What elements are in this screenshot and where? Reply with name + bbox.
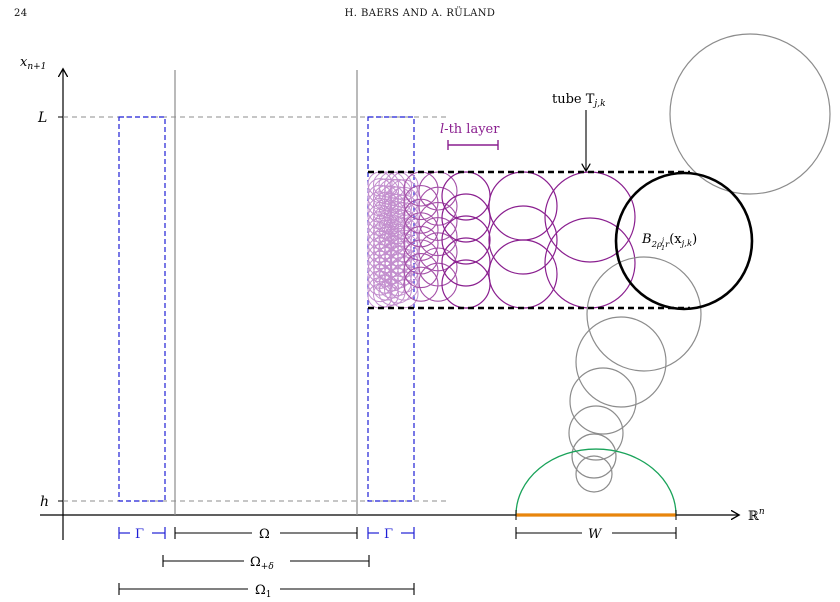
layer-circle — [418, 262, 458, 302]
layer-circle — [441, 237, 491, 287]
layer-circle — [418, 186, 458, 226]
small-layer-circles — [367, 171, 419, 309]
gamma-left-rect — [118, 116, 166, 502]
layer-circle — [418, 201, 458, 241]
layer-circle — [384, 208, 412, 237]
layer-circle — [389, 210, 419, 239]
large-layer-circles — [441, 171, 636, 309]
page-number: 24 — [14, 8, 28, 19]
svg-text:Γ: Γ — [384, 527, 393, 542]
mid-layer-circles — [403, 171, 458, 302]
svg-text:Ω: Ω — [259, 527, 270, 542]
level-L-label: L — [37, 110, 47, 126]
omega-dimension: Ω — [174, 527, 358, 542]
x-axis-label: ℝn — [748, 507, 765, 524]
layer-circle — [384, 223, 412, 252]
y-axis-label: xn+1 — [20, 55, 46, 72]
layer-circle — [418, 247, 458, 287]
svg-text:W: W — [588, 527, 603, 542]
w-dimension: W — [515, 527, 677, 542]
running-head: H. BAERS AND A. RÜLAND — [344, 8, 496, 19]
layer-circle — [441, 259, 491, 309]
layer-circle — [389, 248, 419, 278]
layer-circle — [389, 263, 419, 293]
layer-label: l-th layer — [440, 122, 500, 137]
w-half-disk — [515, 448, 677, 516]
layer-circle — [441, 193, 491, 243]
svg-text:Ω+δ: Ω+δ — [250, 555, 274, 572]
tube-label: tube Tj,k — [552, 92, 606, 109]
omega-one-dimension: Ω1 — [118, 583, 415, 600]
svg-text:Γ: Γ — [135, 527, 144, 542]
level-h-label: h — [40, 494, 49, 510]
layer-circle — [488, 205, 558, 275]
layer-circle — [441, 215, 491, 265]
layer-circle — [403, 266, 439, 302]
omega-delta-dimension: Ω+δ — [162, 555, 370, 572]
layer-circle — [418, 232, 458, 272]
gray-circle-chain — [568, 33, 831, 493]
layer-circle — [389, 194, 419, 224]
layer-circle — [418, 217, 458, 257]
gamma-left-dimension: Γ — [118, 527, 166, 542]
highlighted-ball — [614, 171, 754, 311]
layer-circle — [403, 171, 439, 207]
layer-circle — [389, 179, 419, 209]
svg-text:Ω1: Ω1 — [255, 583, 272, 600]
gamma-right-dimension: Γ — [367, 527, 415, 542]
layer-circle — [441, 171, 491, 221]
